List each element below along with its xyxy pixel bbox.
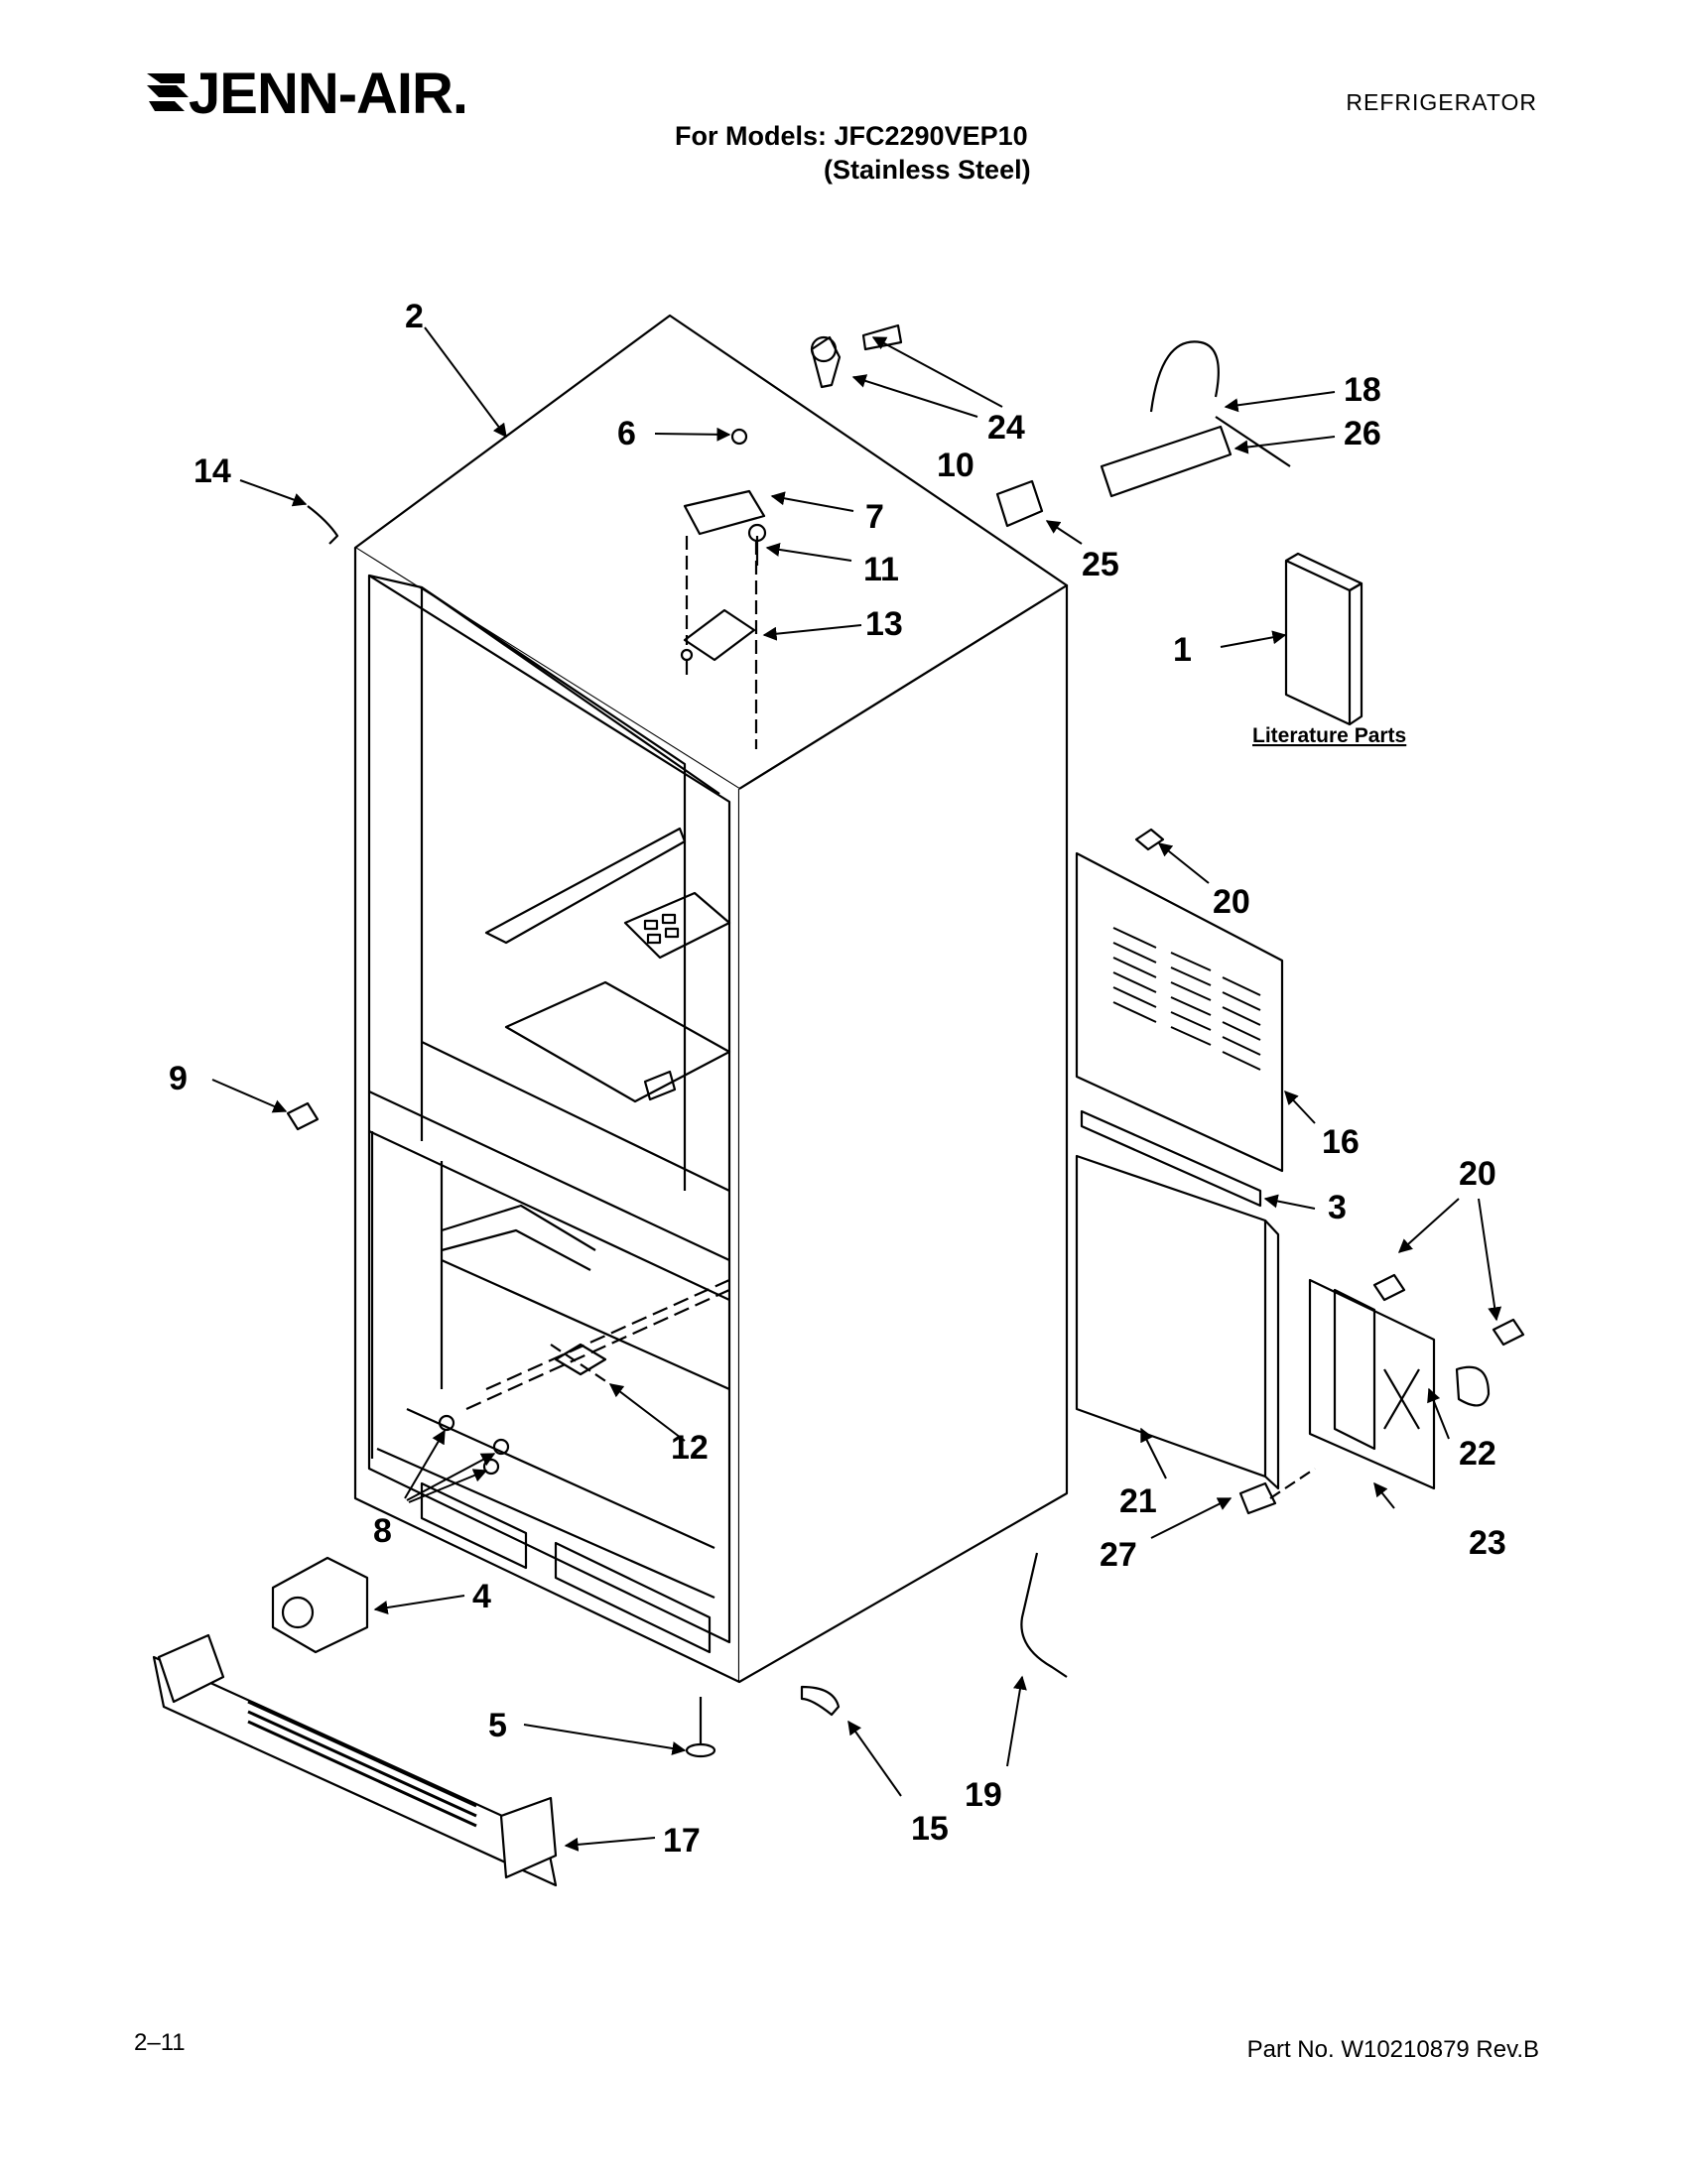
callout-14: 14 (194, 452, 231, 490)
brand-mark-icon (147, 73, 189, 111)
callout-8: 8 (373, 1512, 392, 1550)
callout-12: 12 (671, 1429, 709, 1467)
callout-1: 1 (1173, 631, 1192, 669)
brand-name: JENN-AIR. (189, 62, 468, 126)
callout-3: 3 (1328, 1189, 1347, 1226)
callout-20-top: 20 (1213, 883, 1250, 921)
page-number: 2–11 (134, 2029, 186, 2056)
callout-10: 10 (937, 447, 974, 484)
grille-slots (247, 1700, 477, 1828)
part-number: Part No. W10210879 Rev.B (1246, 2036, 1539, 2063)
finish-line: (Stainless Steel) (824, 155, 1031, 185)
callout-7: 7 (865, 498, 884, 536)
models-heading: For Models: JFC2290VEP10 (Stainless Stee… (675, 119, 1031, 187)
cabinet (353, 314, 1069, 1684)
callout-24: 26 (1344, 415, 1381, 452)
callout-13: 13 (865, 605, 903, 643)
callout-16: 16 (1322, 1123, 1360, 1161)
callout-23: 22 (1459, 1435, 1496, 1473)
callout-11: 11 (863, 551, 899, 588)
callout-25: 24 (987, 409, 1025, 447)
callout-19: 19 (965, 1776, 1002, 1814)
callout-20: 20 (1459, 1155, 1496, 1193)
literature-parts-label: Literature Parts (1252, 724, 1406, 747)
callout-17: 17 (663, 1822, 701, 1860)
vent-slats (1112, 927, 1261, 1071)
callout-5: 5 (488, 1707, 507, 1744)
callout-numbers: 2 6 7 11 13 14 24 10 18 26 25 1 20 16 3 … (169, 298, 1506, 1860)
callout-27: 27 (1100, 1536, 1137, 1574)
jenn-air-logo (145, 62, 482, 131)
document-type: REFRIGERATOR (1346, 89, 1537, 115)
leader-arrows (211, 326, 1502, 1852)
callout-21: 21 (1119, 1482, 1157, 1520)
callout-9: 9 (169, 1060, 188, 1097)
callout-4: 4 (472, 1578, 491, 1615)
models-line: For Models: JFC2290VEP10 (675, 121, 1028, 151)
callout-18: 18 (1344, 371, 1381, 409)
callout-6: 6 (617, 415, 636, 452)
callout-26: 25 (1082, 546, 1119, 583)
callout-2: 2 (405, 298, 424, 335)
callout-15: 15 (911, 1810, 949, 1848)
callout-22: 23 (1469, 1524, 1506, 1562)
